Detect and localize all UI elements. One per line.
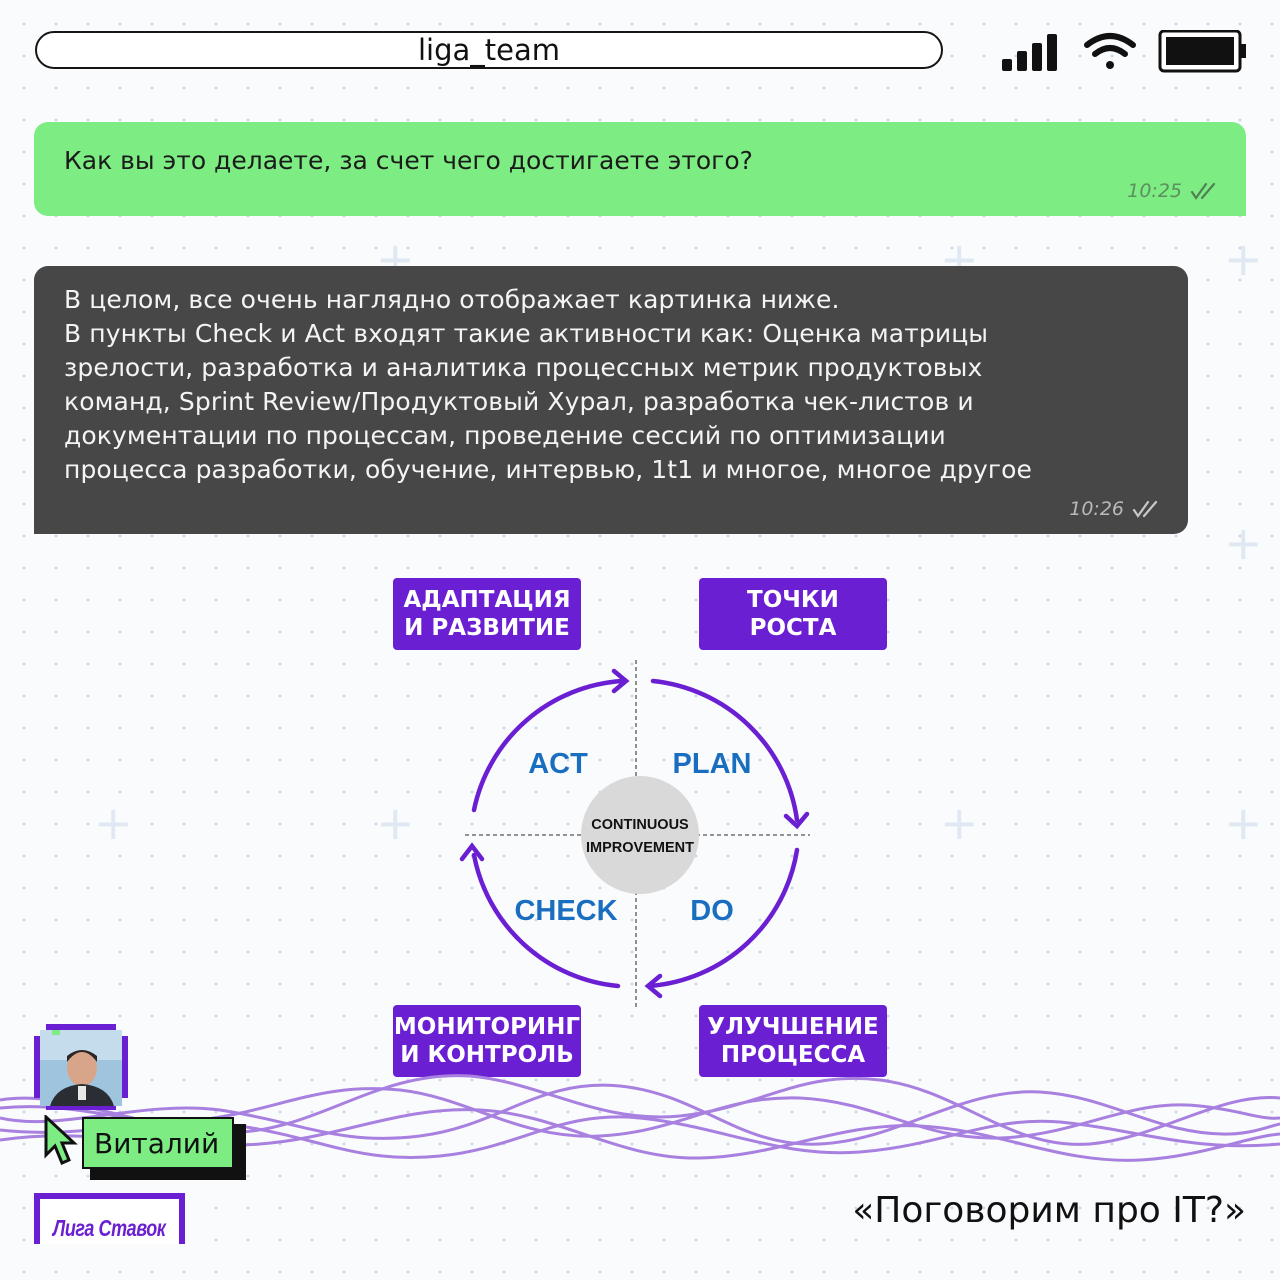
background-plus: + xyxy=(1224,232,1263,286)
arc-check xyxy=(471,852,621,989)
background-plus: + xyxy=(940,796,979,850)
wifi-icon xyxy=(1084,33,1136,69)
message-text: Как вы это делаете, за счет чего достига… xyxy=(64,146,753,175)
center-label-line1: CONTINUOUS xyxy=(591,817,689,833)
tag-monitoring: МОНИТОРИНГ И КОНТРОЛЬ xyxy=(393,1005,581,1077)
tag-growth-points: ТОЧКИ РОСТА xyxy=(699,578,887,650)
background-plus: + xyxy=(376,796,415,850)
background-plus: + xyxy=(1224,516,1263,570)
author-avatar xyxy=(34,1024,128,1110)
quadrant-plan: PLAN xyxy=(673,748,752,780)
author-name: Виталий xyxy=(94,1126,220,1160)
center-circle xyxy=(581,776,699,894)
logo-text: Лига Ставок xyxy=(53,1215,166,1241)
arrow-head-plan xyxy=(783,811,810,830)
cellular-signal-icon xyxy=(1002,34,1057,71)
message-text: В целом, все очень наглядно отображает к… xyxy=(64,285,1032,484)
quadrant-check: CHECK xyxy=(514,895,617,927)
message-meta: 10:26 xyxy=(1069,498,1162,520)
double-check-icon xyxy=(1190,182,1216,200)
status-icons xyxy=(1000,29,1250,74)
battery-icon xyxy=(1158,29,1246,73)
message-time: 10:26 xyxy=(1069,498,1124,520)
tag-improvement: УЛУЧШЕНИЕ ПРОЦЕССА xyxy=(699,1005,887,1077)
message-bubble-incoming[interactable]: В целом, все очень наглядно отображает к… xyxy=(34,266,1188,534)
message-time: 10:25 xyxy=(1127,180,1182,202)
arc-act xyxy=(471,678,625,813)
cursor-pointer-icon xyxy=(44,1115,78,1165)
background-plus: + xyxy=(94,796,133,850)
arrow-head-do xyxy=(644,973,663,999)
tag-adaptation: АДАПТАЦИЯ И РАЗВИТИЕ xyxy=(393,578,581,650)
footer-title: «Поговорим про IT?» xyxy=(852,1190,1246,1231)
arrow-head-act xyxy=(611,668,630,694)
message-bubble-outgoing[interactable]: Как вы это делаете, за счет чего достига… xyxy=(34,122,1246,216)
center-label-line2: IMPROVEMENT xyxy=(586,840,694,856)
quadrant-do: DO xyxy=(690,895,734,927)
double-check-icon xyxy=(1132,500,1158,518)
message-meta: 10:25 xyxy=(1127,180,1220,202)
background-plus: + xyxy=(1224,796,1263,850)
arrow-head-check xyxy=(459,842,485,862)
liga-stavok-logo: Лига Ставок xyxy=(34,1193,185,1244)
quadrant-act: ACT xyxy=(528,748,588,780)
pdca-cycle-diagram: CONTINUOUS IMPROVEMENT ACT PLAN CHECK DO xyxy=(459,660,810,1010)
author-name-tag: Виталий xyxy=(82,1117,234,1169)
chat-title: liga_team xyxy=(417,33,561,67)
arc-do xyxy=(647,847,800,989)
arc-plan xyxy=(650,678,800,823)
chat-title-bar[interactable]: liga_team xyxy=(35,31,943,69)
